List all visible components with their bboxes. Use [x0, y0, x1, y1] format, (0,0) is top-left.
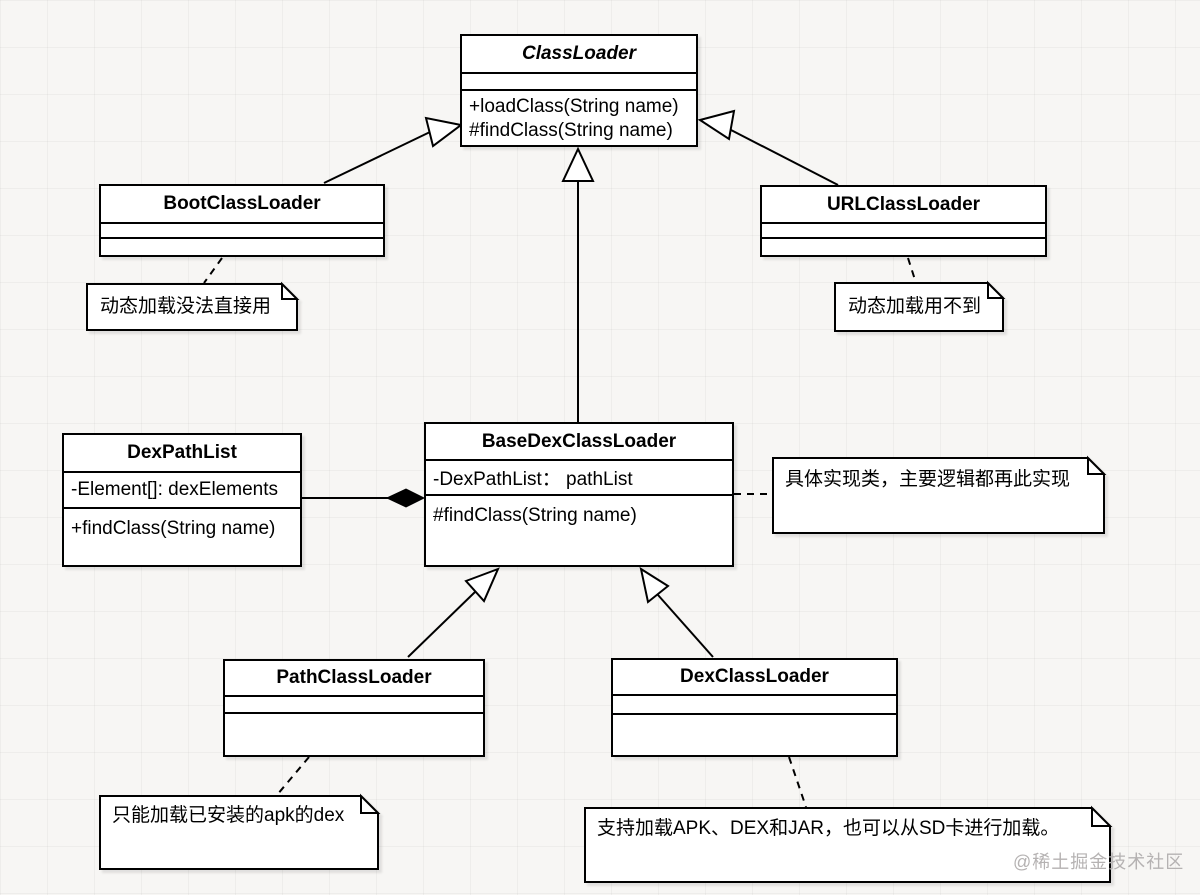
- class-title-dexpathlist: DexPathList: [64, 435, 300, 473]
- note-path: 只能加载已安装的apk的dex: [112, 805, 345, 826]
- class-box-basedexclassloader: BaseDexClassLoader -DexPathList： pathLis…: [424, 422, 734, 567]
- class-box-bootclassloader: BootClassLoader: [99, 184, 385, 257]
- method-findclass: +findClass(String name): [71, 518, 276, 539]
- note-link-url: [907, 257, 917, 284]
- class-methods-dexpathlist: +findClass(String name): [64, 509, 300, 541]
- class-title-dexclassloader: DexClassLoader: [613, 660, 896, 696]
- method-findclass: #findClass(String name): [469, 120, 673, 141]
- class-attributes-bootclassloader: [101, 224, 383, 239]
- note-shape-path: [99, 793, 381, 870]
- method-findclass: #findClass(String name): [433, 505, 637, 526]
- note-link-path: [276, 756, 310, 796]
- class-title-bootclassloader: BootClassLoader: [101, 186, 383, 224]
- class-methods-dexclassloader: [613, 715, 896, 719]
- generalization-arrowhead: [424, 116, 464, 148]
- note-link-boot: [203, 257, 223, 284]
- generalization-arrowhead: [464, 567, 500, 603]
- class-title-urlclassloader: URLClassLoader: [762, 187, 1045, 224]
- class-title-basedexclassloader: BaseDexClassLoader: [426, 424, 732, 461]
- class-attributes-dexpathlist: -Element[]: dexElements: [64, 473, 300, 509]
- note-link-dex: [788, 756, 807, 808]
- class-attributes-dexclassloader: [613, 696, 896, 715]
- edge-dex-to-basedex: [657, 594, 714, 658]
- class-box-urlclassloader: URLClassLoader: [760, 185, 1047, 257]
- class-methods-pathclassloader: [225, 714, 483, 718]
- method-loadclass: +loadClass(String name): [469, 96, 679, 117]
- note-boot: 动态加载没法直接用: [100, 296, 272, 317]
- class-attributes-basedexclassloader: -DexPathList： pathList: [426, 461, 732, 496]
- note-base: 具体实现类，主要逻辑都再此实现: [785, 469, 1071, 490]
- generalization-arrowhead: [697, 109, 736, 141]
- class-attributes-pathclassloader: [225, 697, 483, 714]
- class-title-pathclassloader: PathClassLoader: [225, 661, 483, 697]
- edge-url-to-classloader: [730, 129, 839, 186]
- generalization-arrowhead: [639, 566, 670, 604]
- class-methods-classloader: +loadClass(String name) #findClass(Strin…: [462, 91, 696, 143]
- note-url: 动态加载用不到: [848, 296, 982, 317]
- class-box-pathclassloader: PathClassLoader: [223, 659, 485, 757]
- watermark: @稀土掘金技术社区: [1013, 852, 1185, 872]
- note-dex: 支持加载APK、DEX和JAR，也可以从SD卡进行加载。: [597, 818, 1060, 839]
- note-shape-url: [834, 280, 1006, 332]
- edge-path-to-basedex: [407, 591, 476, 658]
- class-box-dexpathlist: DexPathList -Element[]: dexElements +fin…: [62, 433, 302, 567]
- composition-diamond: [385, 488, 426, 508]
- generalization-arrowhead: [561, 146, 595, 182]
- class-attributes-classloader: [462, 74, 696, 91]
- edge-boot-to-classloader: [323, 131, 431, 184]
- class-box-dexclassloader: DexClassLoader: [611, 658, 898, 757]
- note-shape-base: [772, 455, 1107, 534]
- note-shape-dex: [584, 805, 1113, 883]
- class-attributes-urlclassloader: [762, 224, 1045, 239]
- class-methods-bootclassloader: [101, 239, 383, 243]
- class-box-classloader: ClassLoader +loadClass(String name) #fin…: [460, 34, 698, 147]
- class-methods-basedexclassloader: #findClass(String name): [426, 496, 732, 528]
- note-shape-boot: [86, 281, 300, 331]
- class-methods-urlclassloader: [762, 239, 1045, 243]
- class-title-classloader: ClassLoader: [462, 36, 696, 74]
